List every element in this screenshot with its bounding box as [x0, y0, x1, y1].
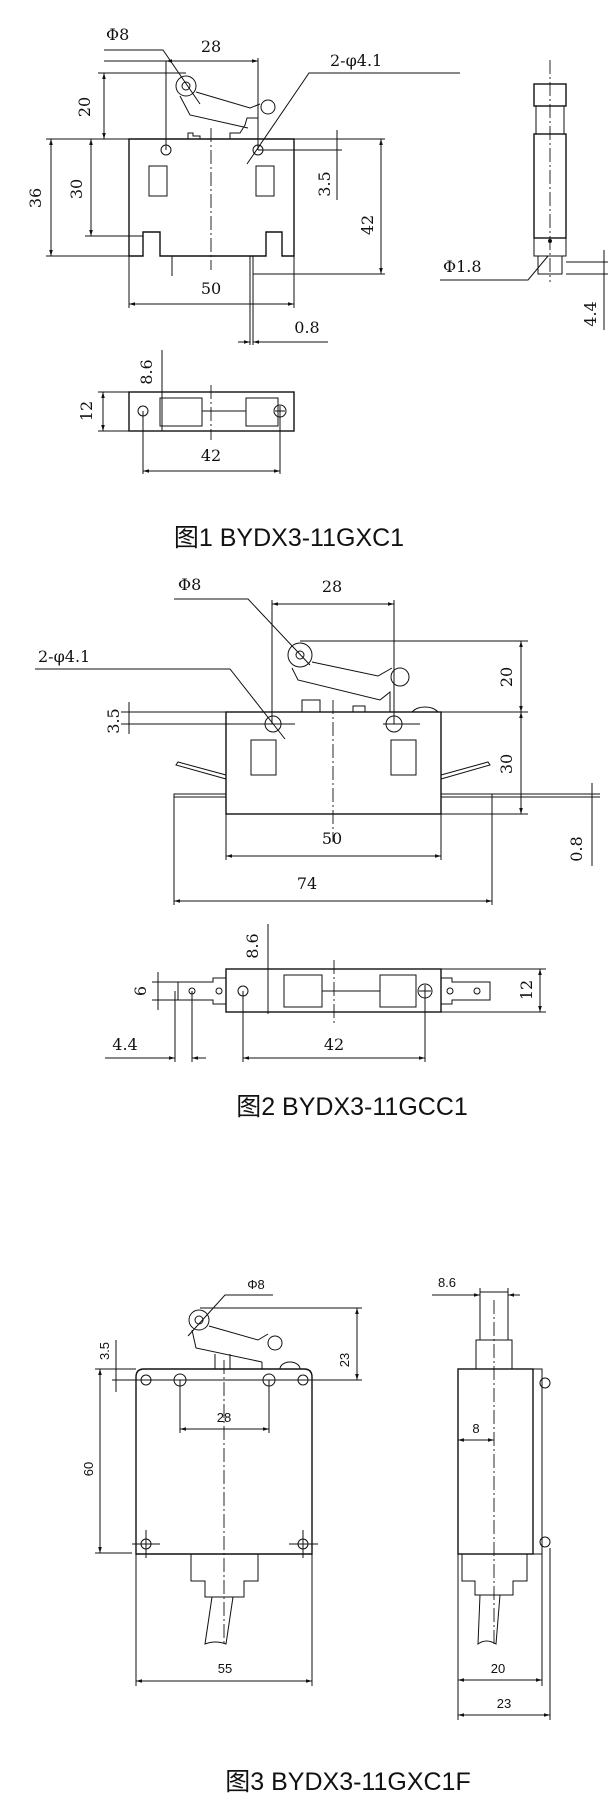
figure-3: Φ8 3.5 23 28 60 55	[81, 1275, 551, 1796]
roller-icon	[188, 1309, 210, 1331]
dim-28: 28	[322, 577, 342, 596]
dim-8-6: 8.6	[243, 933, 262, 958]
dim-8-6: 8.6	[438, 1275, 456, 1290]
dim-6: 6	[131, 986, 150, 996]
top-view	[128, 385, 295, 440]
dim-4-4: 4.4	[581, 301, 600, 326]
dim-roller: Φ8	[247, 1277, 265, 1292]
roller-icon	[287, 642, 313, 668]
dim-30: 30	[497, 754, 516, 774]
dim-3-5: 3.5	[104, 708, 123, 733]
dim-42-top: 42	[201, 446, 221, 465]
dim-8: 8	[472, 1421, 479, 1436]
dim-42: 42	[324, 1035, 344, 1054]
dim-55: 55	[218, 1661, 232, 1676]
side-view	[533, 60, 567, 282]
figure-3-caption: 图3 BYDX3-11GXC1F	[225, 1768, 470, 1796]
dim-holes: 2-φ4.1	[330, 51, 382, 70]
dim-8-6: 8.6	[137, 359, 156, 384]
roller-icon	[175, 75, 197, 97]
figure-1-caption: 图1 BYDX3-11GXC1	[174, 524, 404, 552]
dim-20: 20	[497, 667, 516, 687]
dim-23-depth: 23	[497, 1696, 511, 1711]
figure-1: 28 Φ8 2-φ4.1 20 36 30 3.5 42 50 0.8	[26, 25, 608, 552]
dim-holes: 2-φ4.1	[38, 647, 90, 666]
dim-74: 74	[297, 874, 317, 893]
dim-60: 60	[81, 1462, 96, 1476]
front-view	[128, 75, 295, 345]
dim-4-4: 4.4	[112, 1035, 137, 1054]
top-view	[177, 960, 491, 1025]
dim-42: 42	[358, 215, 377, 235]
figure-2: Φ8 28 2-φ4.1 20 3.5 30 0.8 50 74	[35, 575, 600, 1121]
dim-30: 30	[67, 179, 86, 199]
dim-12: 12	[517, 980, 536, 1000]
dim-23: 23	[337, 1353, 352, 1367]
dim-28: 28	[217, 1410, 231, 1425]
front-view	[132, 1309, 318, 1645]
dim-roller: Φ8	[178, 575, 201, 594]
dim-20: 20	[491, 1661, 505, 1676]
dim-0-8: 0.8	[567, 836, 586, 861]
figure-2-caption: 图2 BYDX3-11GCC1	[236, 1093, 468, 1121]
front-view	[173, 642, 493, 842]
dim-12: 12	[77, 401, 96, 421]
dim-0-8: 0.8	[294, 318, 319, 337]
dim-28: 28	[201, 37, 221, 56]
dim-pin-diameter: Φ1.8	[443, 257, 482, 276]
dim-roller: Φ8	[106, 25, 129, 44]
dim-50: 50	[322, 829, 342, 848]
side-view	[457, 1291, 551, 1646]
dim-3-5: 3.5	[97, 1342, 112, 1360]
dim-36: 36	[26, 188, 45, 208]
dim-20: 20	[75, 97, 94, 117]
dim-50: 50	[201, 279, 221, 298]
dim-3-5: 3.5	[315, 171, 334, 196]
